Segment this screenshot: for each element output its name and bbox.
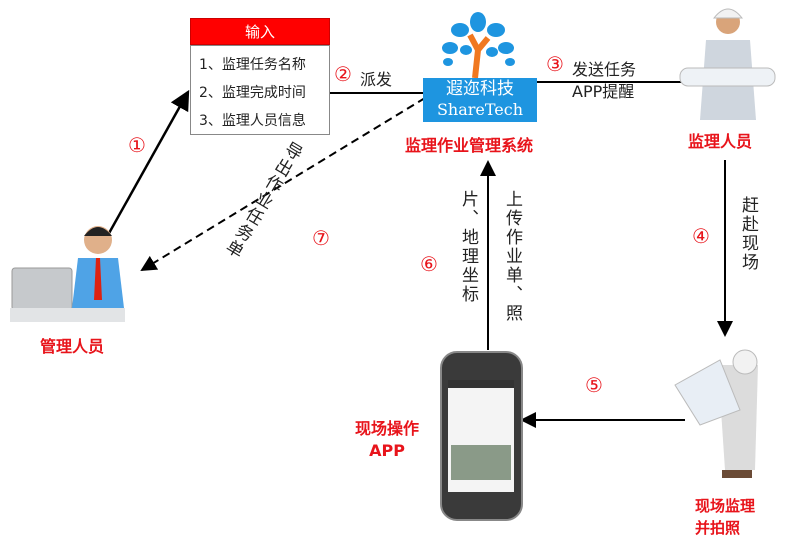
tree-logo-icon: [442, 12, 515, 79]
phone-app-figure: [440, 351, 523, 521]
field-supervisor-figure: [674, 349, 758, 478]
sharetech-logo: 遐迩科技 ShareTech: [423, 78, 537, 122]
input-item: 1、监理任务名称: [199, 57, 306, 73]
step-4-label: 赶赴现场: [738, 196, 758, 272]
step-3-number: ③: [546, 52, 564, 76]
step-2-number: ②: [334, 62, 352, 86]
supervisor-figure: [679, 8, 776, 120]
step-7-number: ⑦: [312, 226, 330, 250]
supervisor-label: 监理人员: [688, 132, 753, 151]
system-label: 监理作业管理系统: [405, 136, 534, 155]
step-6-label-2: 片、地理坐标: [458, 190, 478, 304]
step-1-number: ①: [128, 133, 146, 157]
field-supervisor-label: 现场监理并拍照: [695, 497, 756, 537]
logo-cn: 遐迩科技: [446, 79, 514, 99]
arrow-7: [140, 97, 426, 272]
step-6-label-1: 上传作业单、照: [502, 190, 522, 323]
step-4-number: ④: [692, 224, 710, 248]
step-2-label: 派发: [360, 70, 393, 89]
manager-label: 管理人员: [40, 337, 105, 356]
input-item: 2、监理完成时间: [199, 85, 306, 101]
step-5-number: ⑤: [585, 373, 603, 397]
input-list: 1、监理任务名称 2、监理完成时间 3、监理人员信息: [190, 45, 330, 135]
step-3-label-2: APP提醒: [572, 82, 635, 101]
manager-figure: [10, 226, 125, 322]
input-header: 输入: [190, 18, 330, 45]
logo-en: ShareTech: [436, 100, 524, 119]
step-3-label-1: 发送任务: [572, 60, 637, 79]
arrow-1: [106, 89, 190, 236]
input-item: 3、监理人员信息: [199, 113, 306, 129]
step-6-number: ⑥: [420, 252, 438, 276]
